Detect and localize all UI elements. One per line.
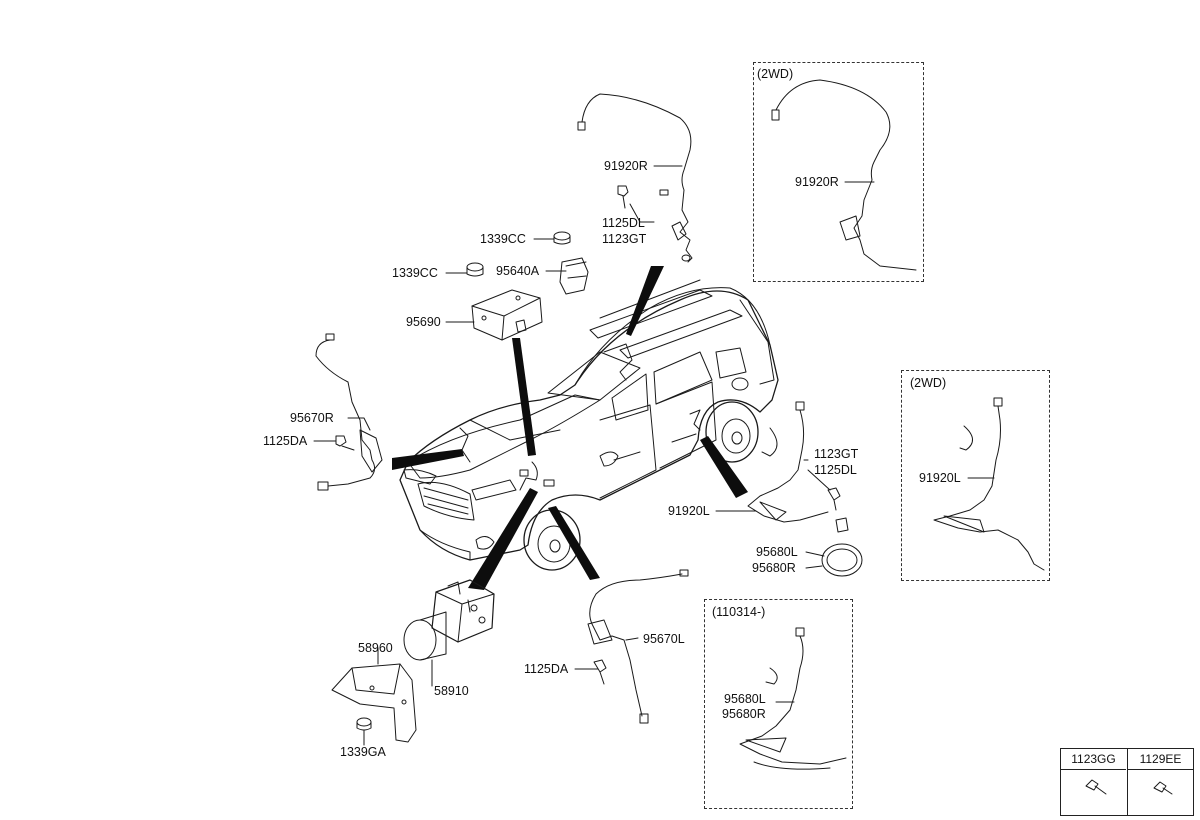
fastener-legend: 1123GG 1129EE — [1060, 748, 1194, 816]
module-95690 — [471, 289, 543, 341]
screw-icon — [1153, 781, 1173, 795]
option-box-2wd-right — [901, 370, 1050, 581]
label-1125DA-bottom[interactable]: 1125DA — [524, 662, 569, 676]
vehicle-wiring — [459, 343, 701, 491]
label-95690[interactable]: 95690 — [406, 315, 441, 329]
legend-header-1129EE: 1129EE — [1128, 749, 1193, 770]
label-95680L-main[interactable]: 95680L — [756, 545, 798, 559]
bracket-58960 — [331, 663, 417, 743]
label-95670L[interactable]: 95670L — [643, 632, 685, 646]
option-box-110314 — [704, 599, 853, 809]
label-58960[interactable]: 58960 — [358, 641, 393, 655]
nut-1339CC-b — [466, 262, 484, 277]
nut-1339GA — [356, 717, 372, 731]
label-95680L-110314[interactable]: 95680L — [724, 692, 766, 706]
option-box-2wd-top — [753, 62, 924, 282]
label-1339GA[interactable]: 1339GA — [340, 745, 386, 759]
harness-91920L — [747, 401, 829, 523]
label-1339CC-b[interactable]: 1339CC — [392, 266, 438, 280]
option-box-110314-title: (110314-) — [712, 605, 766, 619]
nut-1339CC-a — [553, 231, 571, 245]
legend-col-1129EE: 1129EE — [1127, 749, 1193, 815]
sensor-95670L — [587, 569, 689, 724]
label-1123GT-right[interactable]: 1123GT — [814, 447, 859, 461]
vehicle-outline — [399, 279, 779, 571]
hecu-58910 — [403, 579, 495, 661]
label-58910[interactable]: 58910 — [434, 684, 469, 698]
label-1125DA-left[interactable]: 1125DA — [263, 434, 308, 448]
harness-91920R — [577, 93, 693, 263]
label-91920R-main[interactable]: 91920R — [604, 159, 648, 173]
callout-pointers — [392, 266, 748, 590]
box-2wd-right-drawing — [933, 397, 1045, 571]
sensor-95640A — [559, 257, 589, 295]
screw-icon — [1085, 779, 1107, 795]
bolt-icon — [617, 185, 629, 209]
label-1123GT-top[interactable]: 1123GT — [602, 232, 647, 246]
box-2wd-top-drawing — [771, 79, 917, 271]
label-95670R[interactable]: 95670R — [290, 411, 334, 425]
option-box-2wd-right-title: (2WD) — [910, 376, 947, 390]
bolt-icon — [827, 487, 841, 511]
label-91920R-2wd[interactable]: 91920R — [795, 175, 839, 189]
label-1339CC-a[interactable]: 1339CC — [480, 232, 526, 246]
label-95680R-110314[interactable]: 95680R — [722, 707, 766, 721]
label-91920L-main[interactable]: 91920L — [668, 504, 710, 518]
label-95680R-main[interactable]: 95680R — [752, 561, 796, 575]
label-1125DL-right[interactable]: 1125DL — [814, 463, 857, 477]
label-95640A[interactable]: 95640A — [496, 264, 540, 278]
label-1125DL-top[interactable]: 1125DL — [602, 216, 645, 230]
legend-col-1123GG: 1123GG — [1061, 749, 1126, 815]
bolt-icon — [335, 435, 355, 451]
label-91920L-2wd[interactable]: 91920L — [919, 471, 961, 485]
sensor-95670R — [315, 333, 383, 491]
legend-header-1123GG: 1123GG — [1061, 749, 1126, 770]
option-box-2wd-top-title: (2WD) — [757, 67, 794, 81]
leader-lines — [313, 165, 995, 746]
bolt-icon — [593, 659, 607, 685]
box-110314-drawing — [739, 627, 847, 770]
tone-ring-95680 — [821, 517, 863, 577]
